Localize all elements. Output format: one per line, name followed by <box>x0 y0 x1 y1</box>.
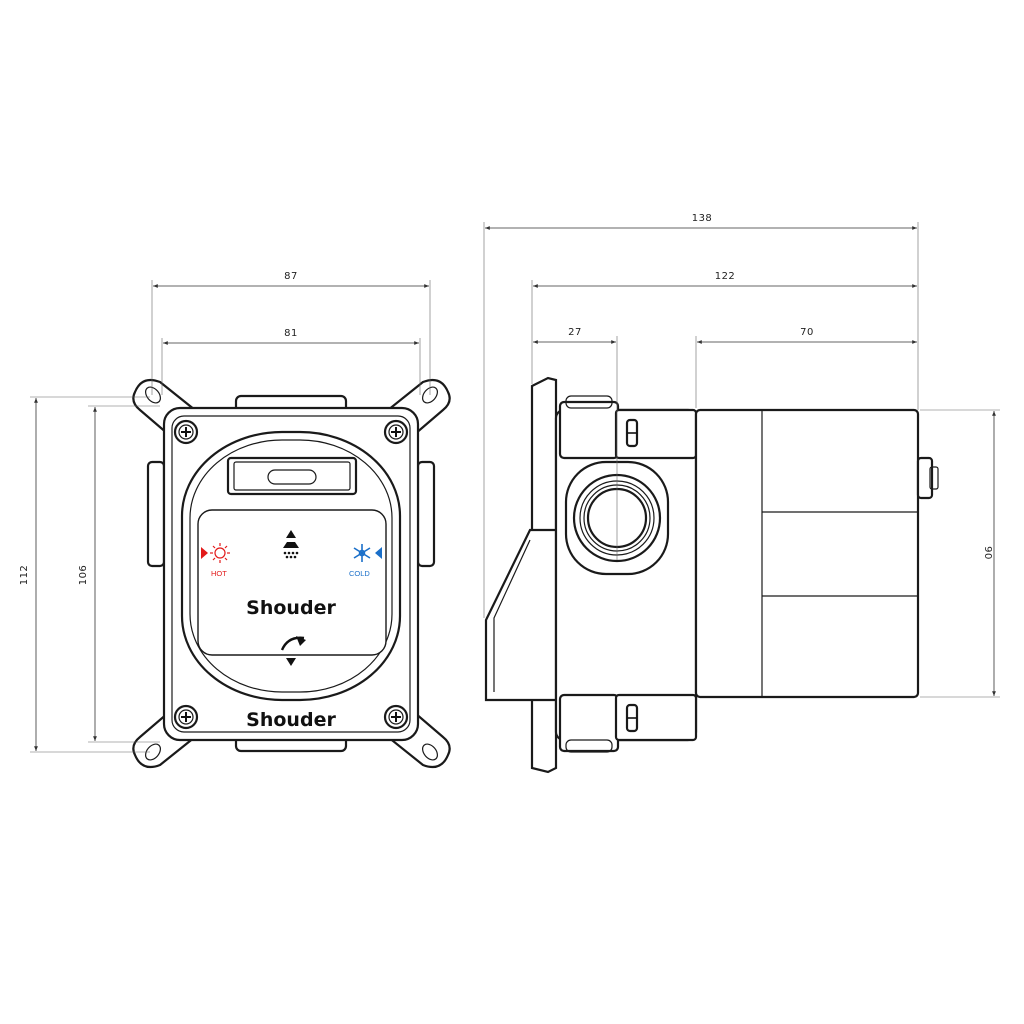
side-dimensions: 138 122 27 70 90 <box>483 213 1000 698</box>
dim-label-122: 122 <box>715 271 736 282</box>
sun-icon <box>210 543 230 563</box>
right-inlet-stub <box>416 460 436 568</box>
brand-logo-bottom: Shouder <box>246 709 336 731</box>
hot-label: HOT <box>211 569 227 578</box>
left-inlet-stub <box>146 460 166 568</box>
side-view <box>484 376 939 774</box>
screw-bottom-right-icon <box>383 704 409 730</box>
top-slot <box>226 456 358 496</box>
arrow-up-icon <box>286 530 296 538</box>
side-cylinder <box>694 408 920 699</box>
dim-label-81: 81 <box>284 328 298 339</box>
dim-label-70: 70 <box>800 327 814 338</box>
arrow-down-icon <box>286 658 296 666</box>
side-screw-top-icon <box>625 418 639 448</box>
screw-bottom-left-icon <box>173 704 199 730</box>
brand-logo-panel: Shouder <box>246 597 336 619</box>
screw-top-left-icon <box>173 419 199 445</box>
faceplate-oval-inner <box>189 439 393 693</box>
snowflake-icon <box>353 544 371 562</box>
hot-arrow-icon <box>201 547 208 559</box>
side-wedge <box>484 528 558 702</box>
dim-label-27: 27 <box>568 327 582 338</box>
side-end-nipple <box>916 456 939 500</box>
shower-head-icon <box>283 542 299 559</box>
dim-label-138: 138 <box>692 213 713 224</box>
label-panel <box>197 509 387 656</box>
cold-label: COLD <box>349 569 370 578</box>
front-dimensions: 87 81 112 106 <box>19 271 431 753</box>
dim-label-106: 106 <box>78 565 89 586</box>
front-housing-inner <box>171 415 411 733</box>
screw-top-right-icon <box>383 419 409 445</box>
cold-arrow-icon <box>375 547 382 559</box>
handshower-icon <box>280 636 306 651</box>
side-screw-bottom-icon <box>625 703 639 733</box>
dim-label-87: 87 <box>284 271 298 282</box>
side-bottom-shoulder <box>558 693 620 753</box>
side-top-shoulder <box>558 400 620 460</box>
front-view: HOT COLD Shouder Shouder <box>132 378 451 769</box>
dim-label-90: 90 <box>982 546 993 560</box>
dim-label-112: 112 <box>19 565 30 586</box>
